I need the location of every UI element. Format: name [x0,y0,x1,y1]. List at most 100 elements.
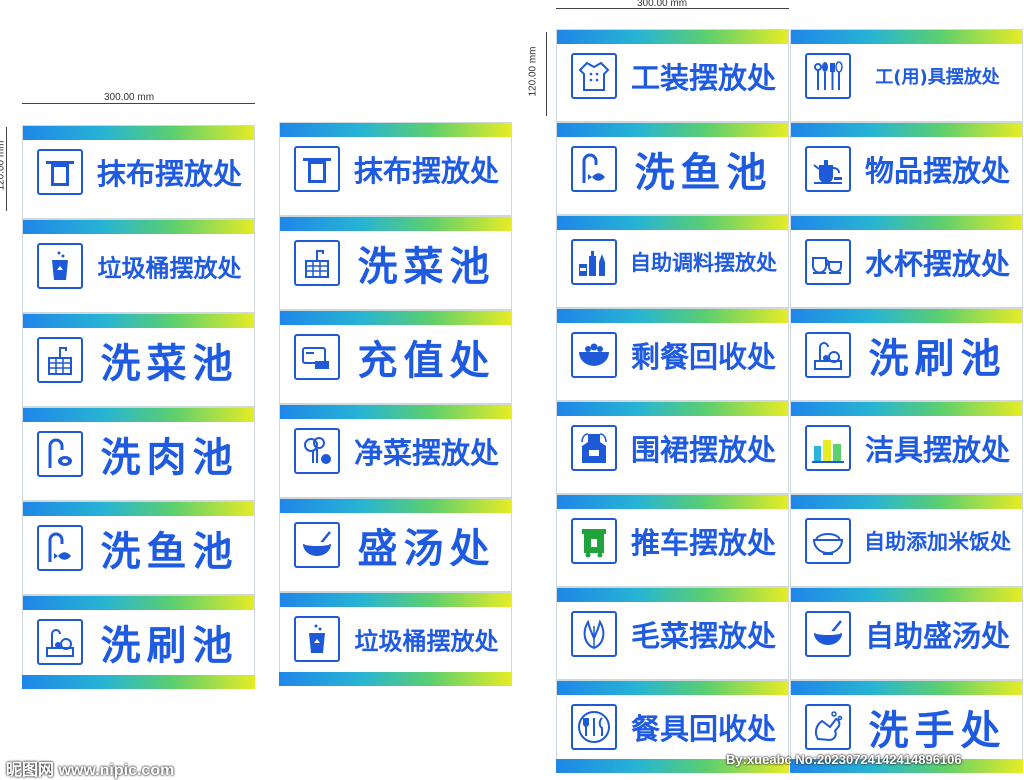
sign-card: 盛汤处 [279,498,512,592]
gradient-stripe [791,30,1022,44]
sign-card: 毛菜摆放处 [556,587,789,680]
meat-sink-icon [37,431,83,477]
gradient-stripe [790,759,1023,773]
sign-card: 水杯摆放处 [790,215,1023,308]
cart-bin-icon [571,517,617,564]
sign-card: 自助添加米饭处 [790,494,1023,587]
soup-bowl-icon [805,610,851,657]
sign-card: 洗菜池 [22,313,255,407]
rice-bowl-icon [805,517,851,564]
sign-card: 垃圾桶摆放处 [22,219,255,313]
gradient-stripe [557,588,788,602]
sign-label: 自助调料摆放处 [630,250,777,275]
gradient-stripe [280,405,511,419]
watermark-left: 昵图网 www.nipic.com [6,762,175,779]
leftover-bowl-icon [571,331,617,378]
width-dimension-label-left: 300.00 mm [104,92,155,103]
gradient-stripe [23,126,254,140]
sign-card: 充值处 [279,310,512,404]
gradient-stripe [791,309,1022,323]
sign-label: 毛菜摆放处 [630,618,776,653]
gradient-stripe [791,588,1022,602]
gradient-stripe [791,681,1022,695]
sign-label: 洗鱼池 [634,149,773,196]
sign-card: 自助调料摆放处 [556,215,789,308]
sign-label: 垃圾桶摆放处 [97,254,242,283]
sign-label: 抹布摆放处 [96,157,242,191]
gradient-stripe [23,408,254,422]
sign-label: 洗鱼池 [100,529,239,575]
uniform-icon [571,52,617,99]
sign-card: 围裙摆放处 [556,401,789,494]
towel-icon [294,146,340,192]
utensils-icon [805,52,851,99]
gradient-stripe [280,499,511,513]
height-dimension-label-left: 120.00 mm [0,140,7,191]
gradient-stripe [23,596,254,610]
sign-card: 洁具摆放处 [790,401,1023,494]
gradient-stripe [22,675,255,689]
height-dimension-line-right [546,32,547,116]
towel-icon [37,149,83,195]
fish-sink-icon [571,145,617,192]
gradient-stripe [791,216,1022,230]
gradient-stripe [23,314,254,328]
sign-card: 洗鱼池 [556,122,789,215]
hand-wash-icon [805,703,851,750]
vegetable-sink-icon [37,337,83,383]
sign-label: 水杯摆放处 [864,246,1010,281]
sign-label: 工(用)具摆放处 [875,66,1000,88]
clean-vegetable-icon [294,428,340,474]
sign-label: 剩餐回收处 [630,339,776,374]
gradient-stripe [557,402,788,416]
gradient-stripe [791,123,1022,137]
gradient-stripe [557,216,788,230]
gradient-stripe [280,593,511,607]
trash-bin-icon [37,243,83,289]
sign-card: 洗刷池 [790,308,1023,401]
sign-label: 餐具回收处 [630,711,776,746]
vegetable-sink-icon [294,240,340,286]
sign-label: 洗刷池 [100,623,239,669]
gradient-stripe [557,30,788,44]
gradient-stripe [557,681,788,695]
gradient-stripe [279,672,512,686]
gradient-stripe [557,309,788,323]
sign-label: 洗菜池 [357,244,496,290]
sign-label: 自助添加米饭处 [864,529,1011,554]
apron-icon [571,424,617,471]
sign-card: 洗肉池 [22,407,255,501]
cup-icon [805,238,851,285]
sign-card: 抹布摆放处 [22,125,255,219]
sign-label: 净菜摆放处 [353,436,499,470]
gradient-stripe [280,217,511,231]
sign-label: 盛汤处 [357,526,496,572]
sign-card: 物品摆放处 [790,122,1023,215]
sign-label: 洗肉池 [100,435,239,481]
condiment-icon [571,238,617,285]
sign-label: 物品摆放处 [864,153,1010,188]
width-dimension-label-right: 300.00 mm [637,0,688,9]
sign-card: 推车摆放处 [556,494,789,587]
lettuce-icon [571,610,617,657]
fish-sink-icon [37,525,83,571]
sign-label: 自助盛汤处 [864,618,1010,653]
sign-label: 充值处 [357,338,496,384]
width-dimension-line-left [22,103,255,104]
sign-card: 洗鱼池 [22,501,255,595]
sign-card: 净菜摆放处 [279,404,512,498]
sign-label: 洗刷池 [868,335,1007,382]
gradient-stripe [23,502,254,516]
gradient-stripe [23,220,254,234]
sign-card: 剩餐回收处 [556,308,789,401]
gradient-stripe [280,123,511,137]
sign-label: 洗菜池 [100,341,239,387]
sign-label: 工装摆放处 [630,60,776,95]
sign-card: 洗菜池 [279,216,512,310]
sign-card: 工(用)具摆放处 [790,29,1023,122]
width-dimension-line-right [556,8,789,9]
dish-sink-icon [805,331,851,378]
sign-label: 抹布摆放处 [353,154,499,188]
gradient-stripe [791,402,1022,416]
sign-card: 抹布摆放处 [279,122,512,216]
